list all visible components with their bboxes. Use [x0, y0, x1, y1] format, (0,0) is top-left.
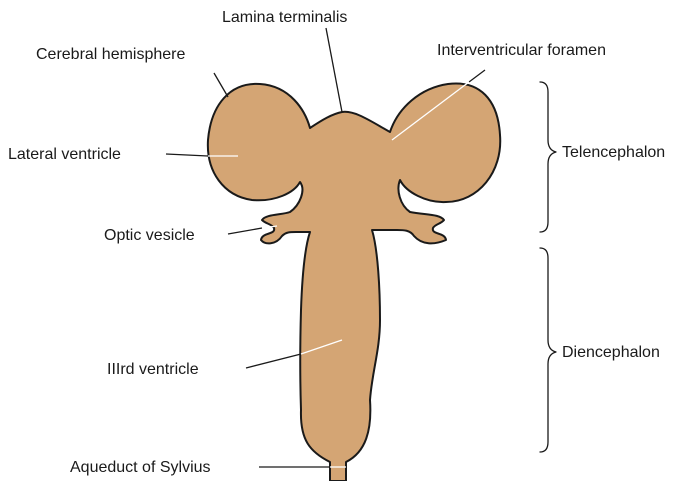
- label-interventricular-foramen: Interventricular foramen: [437, 42, 606, 59]
- leader-third-ventricle-outer: [246, 354, 301, 368]
- label-lamina-terminalis: Lamina terminalis: [222, 9, 347, 26]
- leader-cerebral-hemisphere: [214, 73, 228, 97]
- label-diencephalon: Diencephalon: [562, 344, 660, 361]
- label-telencephalon: Telencephalon: [562, 144, 665, 161]
- label-aqueduct-of-sylvius: Aqueduct of Sylvius: [70, 459, 211, 476]
- label-optic-vesicle: Optic vesicle: [104, 227, 195, 244]
- label-lateral-ventricle: Lateral ventricle: [8, 146, 121, 163]
- telencephalon-brace: [540, 82, 556, 232]
- leader-lateral-ventricle-outer: [166, 154, 208, 156]
- diencephalon-brace: [540, 248, 556, 452]
- label-cerebral-hemisphere: Cerebral hemisphere: [36, 46, 186, 63]
- forebrain-silhouette: [208, 83, 500, 481]
- leader-lamina-terminalis: [326, 28, 342, 112]
- leader-optic-vesicle-outer: [228, 228, 262, 234]
- label-third-ventricle: IIIrd ventricle: [107, 361, 199, 378]
- leader-interventricular-foramen-outer: [469, 70, 485, 82]
